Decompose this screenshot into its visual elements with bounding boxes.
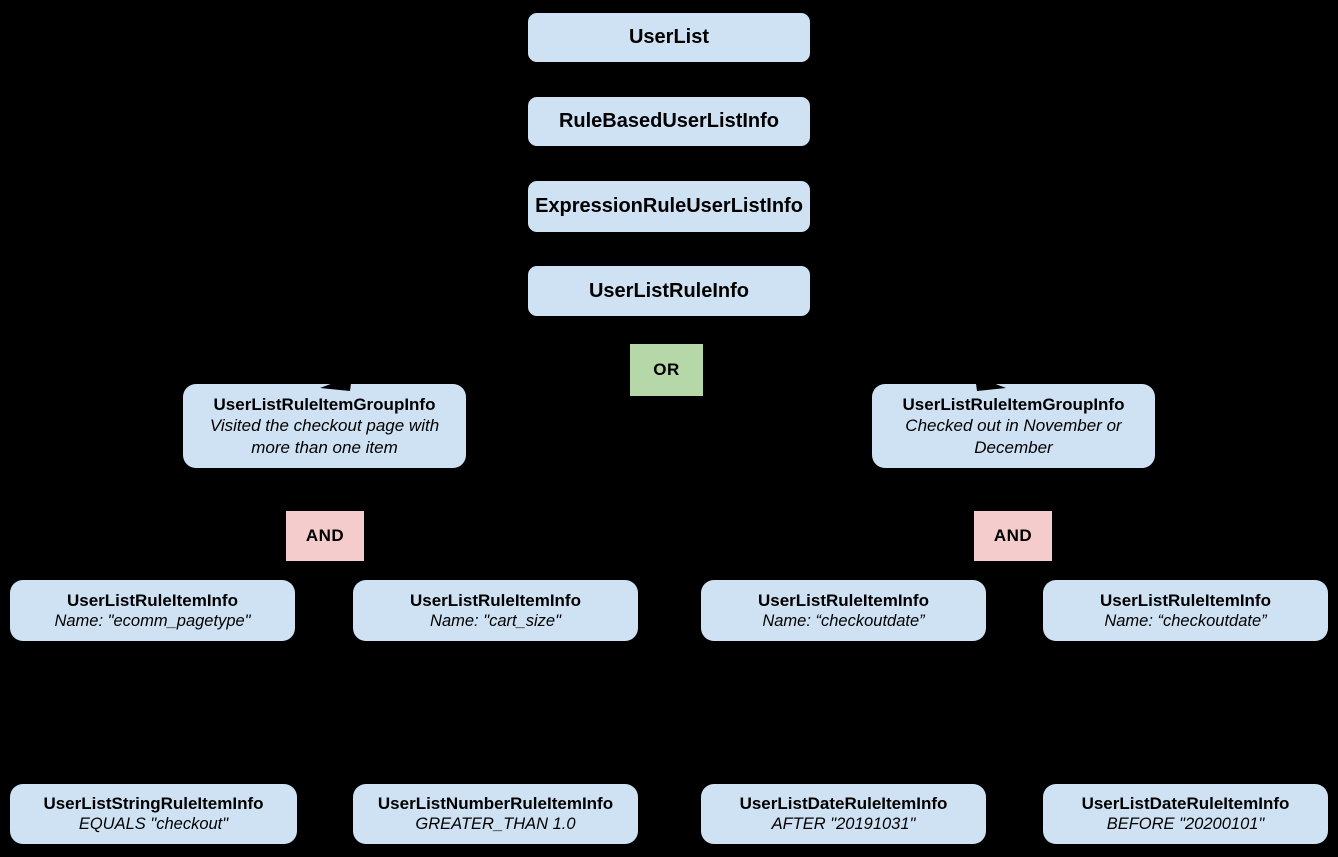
node-leaf-date-before: UserListDateRuleItemInfo BEFORE "2020010… bbox=[1043, 784, 1328, 844]
node-subtitle: BEFORE "20200101" bbox=[1106, 815, 1265, 834]
node-title: UserListRuleItemInfo bbox=[67, 590, 238, 610]
node-item-cart-size: UserListRuleItemInfo Name: "cart_size" bbox=[353, 580, 638, 641]
node-item-checkoutdate-2: UserListRuleItemInfo Name: “checkoutdate… bbox=[1043, 580, 1328, 641]
node-title: UserListRuleItemInfo bbox=[410, 590, 581, 610]
node-title: UserListDateRuleItemInfo bbox=[739, 794, 948, 814]
node-title: UserListRuleItemInfo bbox=[1100, 590, 1271, 610]
node-subtitle: Checked out in November or December bbox=[905, 416, 1122, 457]
node-title: UserListNumberRuleItemInfo bbox=[377, 794, 614, 814]
node-subtitle: Name: “checkoutdate” bbox=[762, 611, 925, 630]
node-title: UserListRuleItemInfo bbox=[758, 590, 929, 610]
node-item-ecomm-pagetype: UserListRuleItemInfo Name: "ecomm_pagety… bbox=[10, 580, 295, 641]
node-expressionruleuserlistinfo: ExpressionRuleUserListInfo bbox=[528, 181, 810, 232]
node-leaf-date-after: UserListDateRuleItemInfo AFTER "20191031… bbox=[701, 784, 986, 844]
node-title: UserListRuleInfo bbox=[588, 279, 750, 302]
node-title: UserList bbox=[628, 26, 710, 48]
node-title: RuleBasedUserListInfo bbox=[558, 110, 780, 132]
node-subtitle: Name: “checkoutdate” bbox=[1104, 611, 1267, 630]
node-subtitle: EQUALS "checkout" bbox=[78, 815, 229, 834]
node-title: UserListStringRuleItemInfo bbox=[43, 794, 264, 814]
node-subtitle: GREATER_THAN 1.0 bbox=[415, 815, 576, 834]
node-group-right: UserListRuleItemGroupInfo Checked out in… bbox=[872, 384, 1155, 468]
node-title: ExpressionRuleUserListInfo bbox=[535, 195, 803, 217]
node-userlist: UserList bbox=[528, 13, 810, 62]
node-subtitle: Name: "cart_size" bbox=[430, 611, 561, 630]
node-title: UserListRuleItemGroupInfo bbox=[902, 395, 1125, 415]
node-title: UserListRuleItemGroupInfo bbox=[213, 395, 436, 415]
node-subtitle: Name: "ecomm_pagetype" bbox=[54, 611, 251, 630]
operator-label: AND bbox=[993, 526, 1033, 546]
node-subtitle: AFTER "20191031" bbox=[771, 815, 916, 834]
node-subtitle: Visited the checkout page with more than… bbox=[209, 416, 440, 457]
node-group-left: UserListRuleItemGroupInfo Visited the ch… bbox=[183, 384, 466, 468]
node-userlistruleinfo: UserListRuleInfo bbox=[528, 266, 810, 316]
node-rulebaseduserlistinfo: RuleBasedUserListInfo bbox=[528, 97, 810, 146]
node-leaf-number: UserListNumberRuleItemInfo GREATER_THAN … bbox=[353, 784, 638, 844]
or-operator: OR bbox=[630, 344, 703, 396]
operator-label: AND bbox=[305, 526, 345, 546]
node-leaf-string: UserListStringRuleItemInfo EQUALS "check… bbox=[10, 784, 297, 844]
node-title: UserListDateRuleItemInfo bbox=[1081, 794, 1290, 814]
node-item-checkoutdate-1: UserListRuleItemInfo Name: “checkoutdate… bbox=[701, 580, 986, 641]
and-operator-left: AND bbox=[286, 511, 364, 561]
and-operator-right: AND bbox=[974, 511, 1052, 561]
operator-label: OR bbox=[653, 360, 680, 380]
